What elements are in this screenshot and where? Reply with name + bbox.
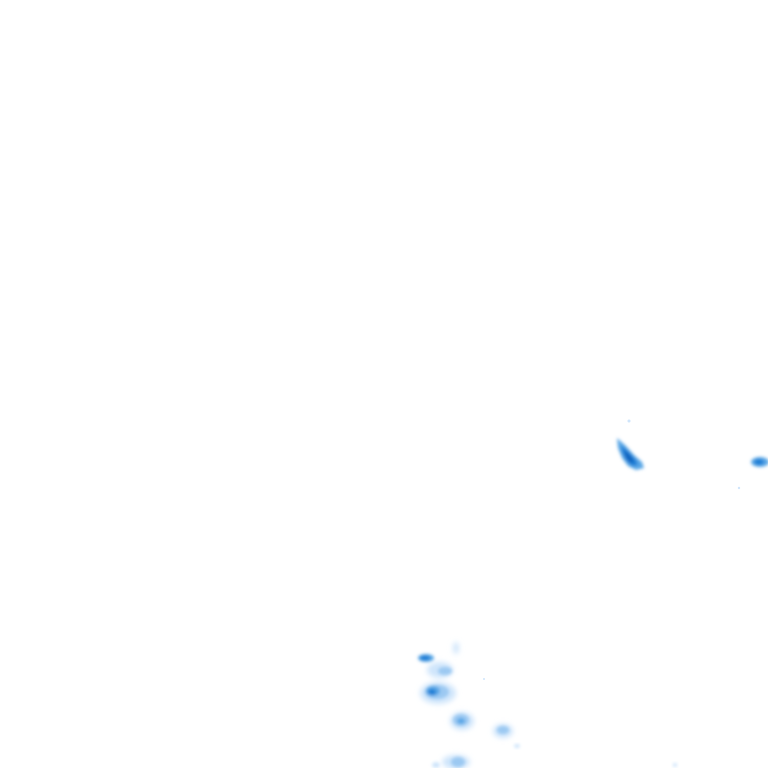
precip-speck [737,486,741,490]
precip-cell-east-edge [751,457,768,467]
precip-speck [627,419,631,423]
precip-cell-east-central [617,438,644,470]
precip-cluster-south [418,642,677,768]
